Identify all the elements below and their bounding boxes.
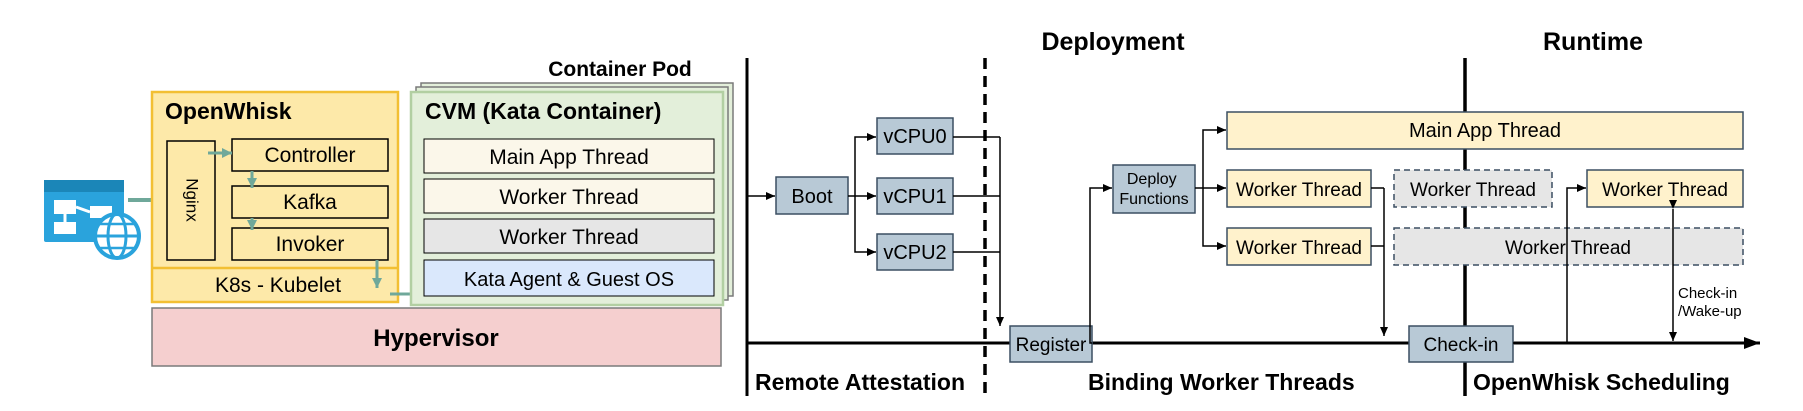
container-pod-label: Container Pod	[548, 58, 692, 81]
worker-thread-d-label: Worker Thread	[1505, 238, 1631, 259]
deploy-functions-box	[1112, 164, 1196, 214]
worker-thread-a-label: Worker Thread	[1236, 180, 1362, 201]
cvm-main-thread-label: Main App Thread	[489, 146, 649, 169]
invoker-label: Invoker	[276, 233, 345, 256]
cvm-worker-thread-1	[423, 178, 715, 214]
worker-thread-b-label: Worker Thread	[1236, 238, 1362, 259]
cvm-worker-thread-2-label: Worker Thread	[499, 226, 638, 249]
kafka-box	[231, 185, 389, 219]
worker-thread-c-dashed	[1393, 169, 1553, 208]
vcpu2-box	[876, 233, 954, 271]
main-app-thread-label: Main App Thread	[1409, 120, 1561, 142]
remote-attestation-label: Remote Attestation	[755, 369, 965, 395]
controller-box	[231, 138, 389, 172]
openwhisk-title: OpenWhisk	[165, 98, 292, 124]
worker-thread-a	[1226, 169, 1372, 208]
worker-thread-b	[1226, 227, 1372, 266]
cvm-worker-thread-2	[423, 218, 715, 254]
vcpu0-label: vCPU0	[883, 126, 946, 148]
scheduling-label: OpenWhisk Scheduling	[1473, 369, 1730, 395]
main-app-thread-bar	[1226, 111, 1744, 150]
controller-label: Controller	[264, 144, 355, 167]
checkin-wakeup-label-line1: Check-in	[1678, 285, 1737, 302]
worker-thread-e	[1586, 169, 1744, 208]
kata-agent-label: Kata Agent & Guest OS	[464, 269, 674, 291]
nginx-box	[166, 140, 216, 261]
deployment-heading: Deployment	[1041, 28, 1185, 56]
checkin-box	[1408, 325, 1514, 363]
worker-thread-d-dashed	[1393, 227, 1744, 266]
vcpu0-box	[876, 117, 954, 155]
cvm-worker-thread-1-label: Worker Thread	[499, 186, 638, 209]
register-label: Register	[1016, 335, 1087, 356]
hypervisor-box	[151, 307, 722, 367]
kafka-label: Kafka	[283, 191, 337, 214]
kata-agent-box	[423, 259, 715, 297]
deploy-functions-label: Deploy Functions	[1119, 171, 1188, 208]
worker-thread-e-label: Worker Thread	[1602, 180, 1728, 201]
deploy-functions-text: Deploy	[1127, 171, 1177, 188]
register-box	[1009, 325, 1093, 363]
vcpu1-label: vCPU1	[883, 186, 946, 208]
runtime-heading: Runtime	[1543, 28, 1643, 56]
boot-label: Boot	[791, 186, 833, 208]
vcpu1-box	[876, 177, 954, 215]
invoker-box	[231, 227, 389, 261]
nginx-label: Nginx	[183, 178, 202, 222]
web-app-icon	[44, 180, 141, 260]
checkin-wakeup-label-line2: /Wake-up	[1678, 303, 1742, 320]
cvm-main-thread	[423, 138, 715, 174]
cvm-title: CVM (Kata Container)	[425, 98, 661, 124]
vcpu2-label: vCPU2	[883, 242, 946, 264]
hypervisor-label: Hypervisor	[373, 325, 498, 352]
checkin-label: Check-in	[1424, 335, 1499, 356]
worker-thread-c-label: Worker Thread	[1410, 180, 1536, 201]
boot-box	[775, 176, 849, 215]
deploy-functions-text-line2: Functions	[1119, 191, 1188, 208]
binding-label: Binding Worker Threads	[1088, 369, 1355, 395]
kubelet-label: K8s - Kubelet	[215, 274, 341, 297]
